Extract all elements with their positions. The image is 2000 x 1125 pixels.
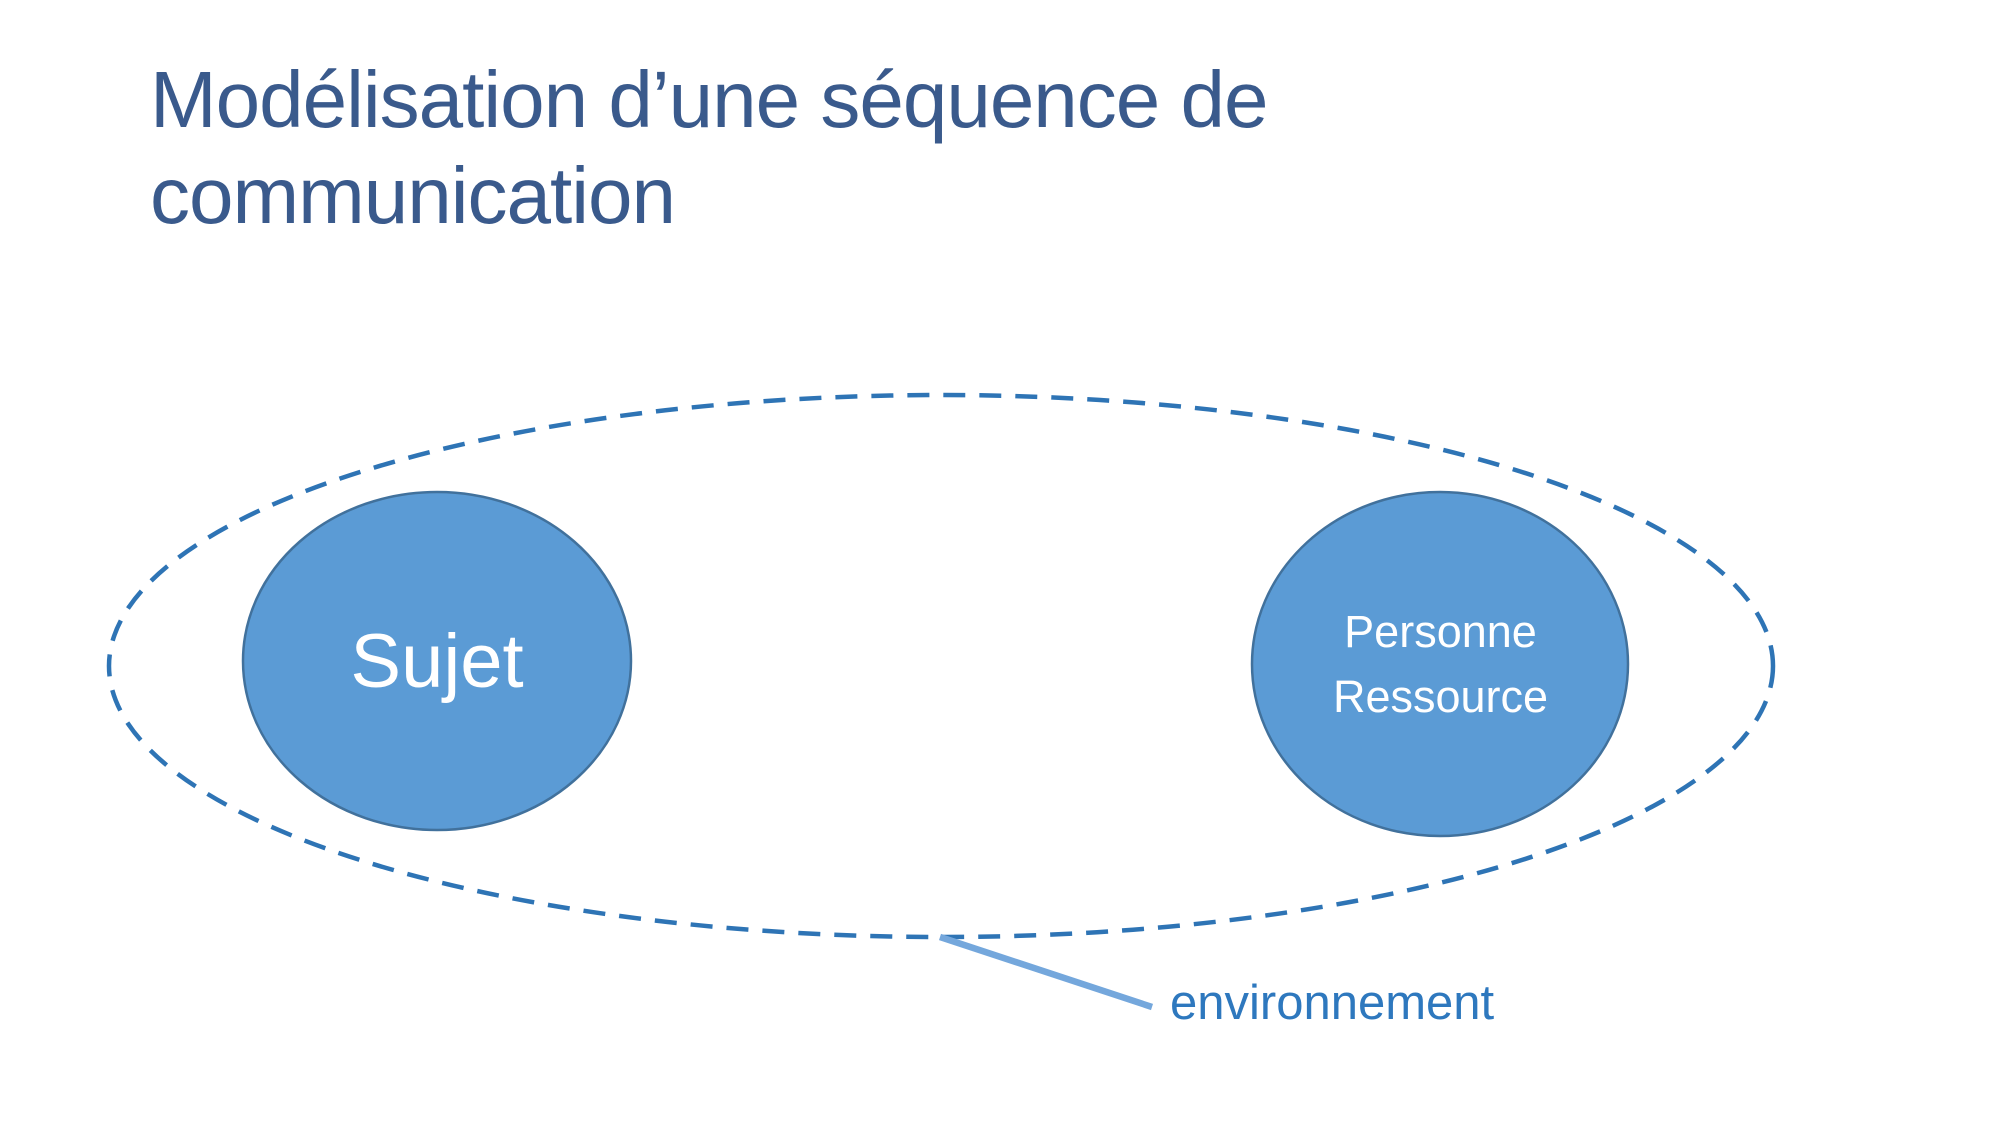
- environment-callout-line: [938, 933, 1154, 1011]
- resource-node-label: Personne Ressource: [1252, 492, 1629, 836]
- resource-node-shape: [1250, 490, 1630, 838]
- environment-label: environnement: [1170, 976, 1495, 1030]
- subject-node-shape: [241, 490, 633, 832]
- resource-node-label-line1: Personne: [1344, 605, 1537, 657]
- subject-node-label: Sujet: [350, 618, 524, 704]
- slide-title: Modélisation d’une séquence de communica…: [150, 55, 1269, 240]
- resource-node-label-line2: Ressource: [1332, 671, 1549, 722]
- environment-boundary-ellipse: [106, 392, 1776, 940]
